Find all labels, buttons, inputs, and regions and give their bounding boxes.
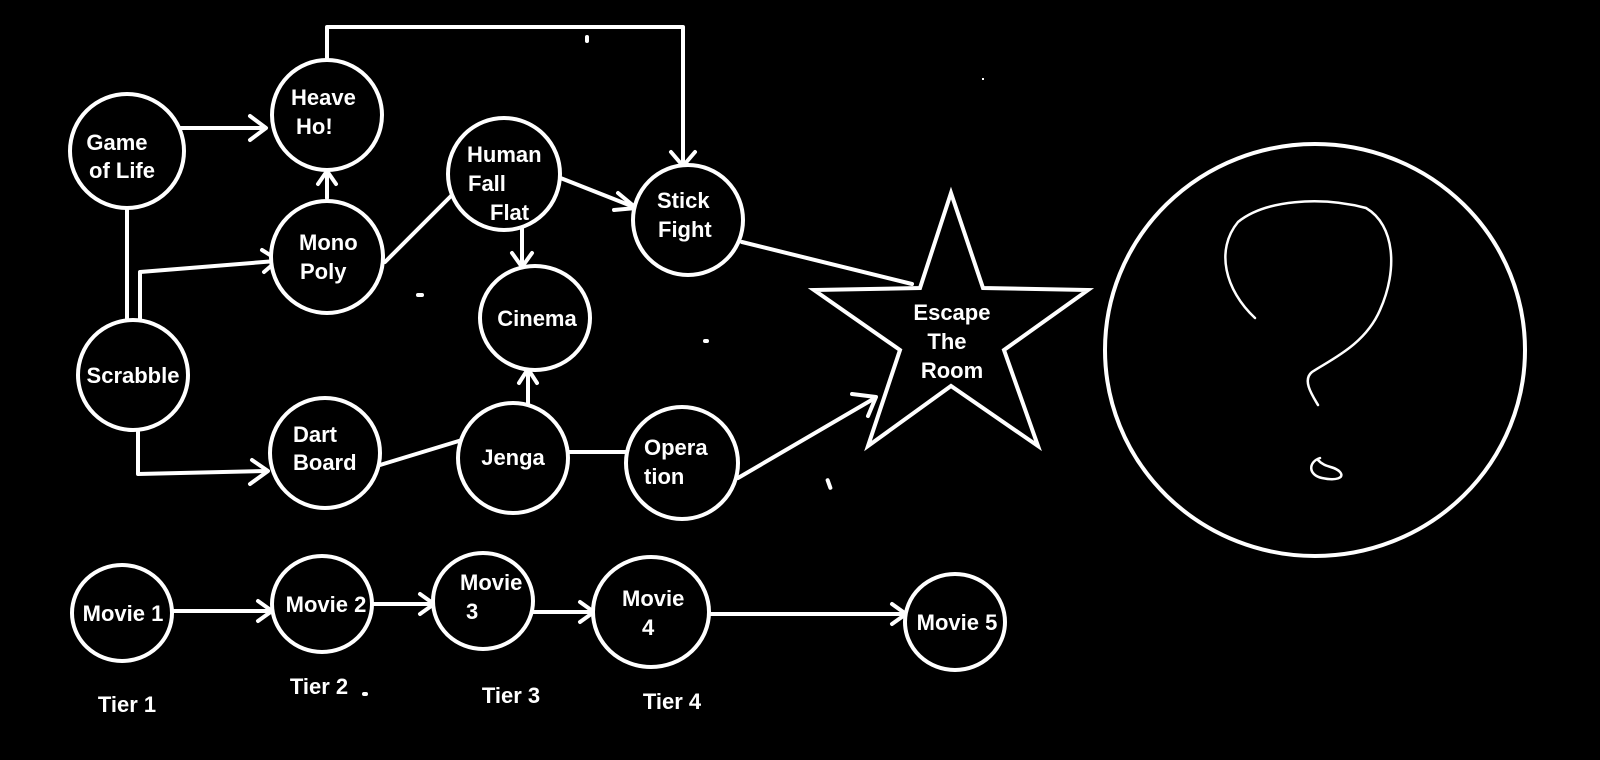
node-label: Mono Poly [299, 230, 364, 284]
node-stick-fight[interactable]: Stick Fight [631, 163, 745, 277]
node-label: Movie 1 [83, 601, 164, 626]
node-human-fall-flat[interactable]: Human Fall Flat [446, 116, 562, 232]
node-movie-3[interactable]: Movie 3 [431, 551, 535, 651]
edge-human-fall-flat-stick-fight [556, 175, 636, 209]
node-mono-poly[interactable]: Mono Poly [269, 199, 385, 315]
edge-mono-poly-human-fall-flat [383, 190, 457, 264]
node-label: Stick Fight [657, 188, 716, 242]
node-label: Escape The Room [913, 300, 996, 383]
node-cinema[interactable]: Cinema [478, 264, 592, 372]
tier-label-4: Tier 4 [643, 689, 702, 714]
arrowhead [248, 114, 268, 142]
tier-label-3: Tier 3 [482, 683, 540, 708]
node-game-of-life[interactable]: Game of Life [68, 92, 186, 210]
node-label: Opera tion [644, 435, 714, 489]
edge-stick-fight-escape [740, 240, 914, 286]
node-label: Jenga [481, 445, 545, 470]
node-label: Human Fall Flat [467, 142, 548, 225]
question-mark-icon [1224, 200, 1393, 481]
node-label: Cinema [497, 306, 577, 331]
node-label: Scrabble [87, 363, 180, 388]
arrowhead [850, 392, 878, 418]
mystery-node[interactable] [1103, 142, 1527, 558]
node-scrabble[interactable]: Scrabble [76, 318, 190, 432]
node-label: Movie 4 [622, 586, 690, 640]
tier-label-1: Tier 1 [98, 692, 156, 717]
node-label: Movie 2 [286, 592, 367, 617]
edge-scrabble-mono-poly [138, 259, 278, 324]
node-heave-ho[interactable]: Heave Ho! [270, 58, 384, 172]
arrowhead [248, 458, 270, 486]
node-dart-board[interactable]: Dart Board [268, 396, 382, 510]
edge-dart-board-jenga [378, 438, 464, 467]
node-label: Dart Board [293, 422, 357, 475]
node-movie-4[interactable]: Movie 4 [591, 555, 711, 669]
node-jenga[interactable]: Jenga [456, 401, 570, 515]
node-movie-1[interactable]: Movie 1 [70, 563, 174, 663]
node-label: Movie 5 [917, 610, 998, 635]
node-movie-2[interactable]: Movie 2 [270, 554, 374, 654]
star-shape [807, 186, 1095, 452]
node-operation[interactable]: Opera tion [624, 405, 740, 521]
node-escape-the-room[interactable]: Escape The Room [807, 186, 1095, 452]
edge-operation-escape [736, 396, 877, 480]
edge-scrabble-dart-board [136, 430, 268, 476]
tier-label-2: Tier 2 [290, 674, 348, 699]
node-label: Movie 3 [460, 570, 528, 624]
edge-heave-ho-stick-fight [325, 25, 685, 166]
stray-marks [362, 35, 984, 696]
node-label: Heave Ho! [291, 85, 362, 139]
node-label: Game of Life [86, 130, 155, 183]
node-movie-5[interactable]: Movie 5 [903, 572, 1007, 672]
tier-labels: Tier 1 Tier 2 Tier 3 Tier 4 [98, 674, 702, 717]
